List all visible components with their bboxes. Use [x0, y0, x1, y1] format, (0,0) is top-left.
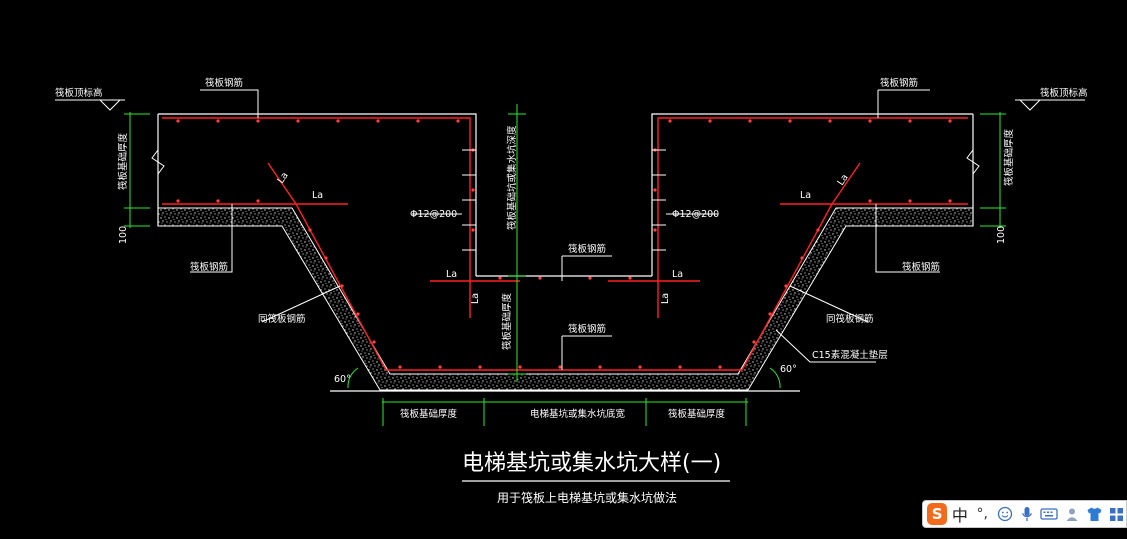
- rebar-dots: [176, 119, 952, 369]
- dim-left-label: 筏板基础厚度: [400, 408, 458, 420]
- la-mid-right-label: La: [672, 269, 683, 280]
- left-slope-rebar-label: 同筏板钢筋: [258, 313, 306, 325]
- la-vert-right-label: La: [660, 293, 671, 304]
- punctuation-toggle[interactable]: °,: [976, 506, 988, 522]
- left-stirrup-label: Φ12@200: [410, 209, 457, 220]
- microphone-icon[interactable]: [1017, 503, 1036, 525]
- drawing-subtitle: 用于筏板上电梯基坑或集水坑做法: [497, 490, 677, 505]
- angle-left-label: 60°: [334, 374, 351, 385]
- angle-right-label: 60°: [780, 364, 797, 375]
- center-rebar-lower-label: 筏板钢筋: [568, 323, 606, 335]
- emoji-icon[interactable]: [995, 503, 1014, 525]
- la-vert-left-label: La: [470, 293, 481, 304]
- center-vertical-label: 筏板基础坑或集水坑深度: [506, 125, 518, 230]
- left-la-diag-label: La: [275, 170, 290, 185]
- concrete-cushion: [157, 207, 974, 391]
- cushion-label: C15素混凝土垫层: [812, 349, 888, 361]
- right-100-label: 100: [996, 226, 1007, 244]
- left-thickness-label: 筏板基础厚度: [117, 132, 129, 190]
- user-icon[interactable]: [1062, 503, 1081, 525]
- right-slope-rebar-label: 同筏板钢筋: [826, 313, 874, 325]
- keyboard-icon[interactable]: [1040, 503, 1059, 525]
- shirt-icon[interactable]: [1084, 503, 1103, 525]
- leader-lines: [55, 89, 1085, 370]
- ime-mode-toggle[interactable]: 中: [951, 506, 968, 525]
- center-rebar-upper-label: 筏板钢筋: [568, 243, 606, 255]
- right-top-rebar-label: 筏板钢筋: [880, 77, 918, 89]
- dimension-lines: [124, 104, 1006, 426]
- left-top-rebar-label: 筏板钢筋: [205, 77, 243, 89]
- right-stirrup-label: Φ12@200: [672, 209, 719, 220]
- sogou-logo-icon[interactable]: S: [927, 503, 948, 525]
- right-bottom-rebar-label: 筏板钢筋: [902, 261, 940, 273]
- dim-right-label: 筏板基础厚度: [668, 408, 726, 420]
- left-100-label: 100: [118, 226, 129, 244]
- left-top-elev-label: 筏板顶标高: [55, 87, 103, 99]
- ime-toolbar: S 中 °,: [922, 500, 1127, 528]
- la-mid-left-label: La: [446, 269, 457, 280]
- rebar-lines: [162, 117, 968, 371]
- dim-center-label: 电梯基坑或集水坑底宽: [530, 408, 626, 420]
- right-thickness-label: 筏板基础厚度: [1003, 128, 1015, 186]
- right-top-elev-label: 筏板顶标高: [1040, 87, 1088, 99]
- left-bottom-rebar-label: 筏板钢筋: [190, 261, 228, 273]
- left-la-top-label: La: [312, 190, 323, 201]
- center-vert-lower-label: 筏板基础厚度: [501, 292, 513, 350]
- drawing-title: 电梯基坑或集水坑大样(一): [462, 451, 721, 476]
- grid-icon[interactable]: [1107, 503, 1126, 525]
- right-la-diag-label: La: [835, 172, 850, 187]
- right-la-top-label: La: [800, 190, 811, 201]
